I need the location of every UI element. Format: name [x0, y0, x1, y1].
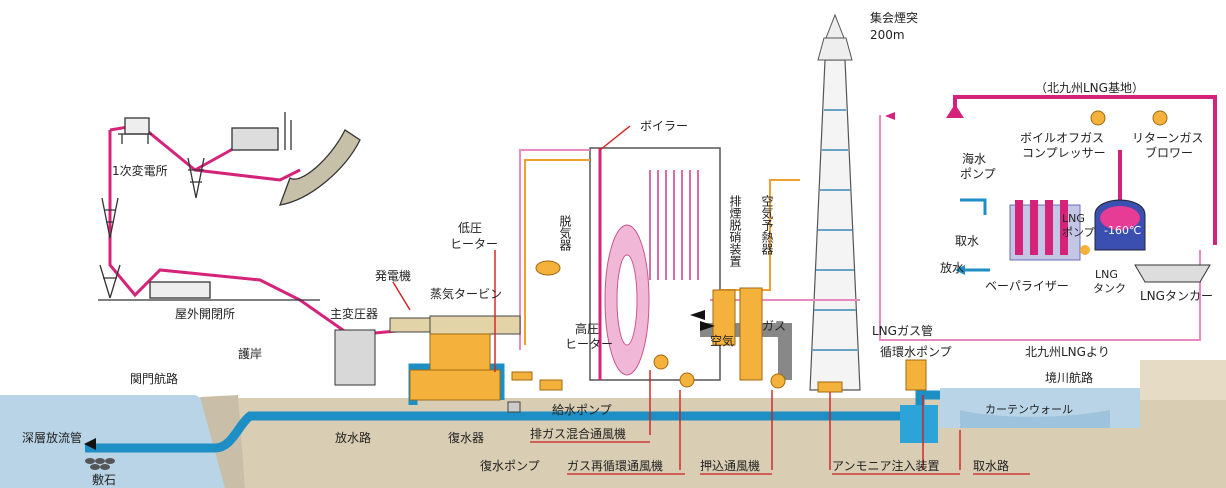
intake-label: 取水 — [955, 234, 979, 248]
right-bank — [1140, 360, 1226, 400]
lng-pump-label-1: LNG — [1062, 212, 1085, 225]
deaerator-unit — [535, 260, 561, 276]
deaerator-label: 脱気器 — [558, 214, 572, 252]
lng-tanker-label: LNGタンカー — [1140, 289, 1213, 303]
generator — [389, 317, 431, 333]
factory — [231, 127, 279, 151]
label-underlines — [530, 441, 1030, 475]
vaporizer-label: ベーパライザー — [985, 279, 1069, 293]
air-preheater-label: 空気予熱器 — [760, 195, 774, 256]
main-transformer-label: 主変圧器 — [330, 306, 378, 321]
substation-group — [98, 112, 361, 301]
tower-3 — [99, 264, 121, 299]
lng-pump-label-2: ポンプ — [1062, 226, 1095, 239]
exhaust-fan-label: 排ガス混合通風機 — [530, 426, 626, 441]
leader-lines — [392, 125, 961, 470]
feed-water-pump-unit — [539, 379, 563, 391]
curtain-wall-water — [960, 410, 1110, 428]
turbine-deck — [429, 315, 521, 335]
forced-draft-label: 押込通風機 — [700, 458, 760, 473]
lng-tanker — [1134, 264, 1211, 283]
substation-building — [124, 117, 150, 135]
discharge-outlet-arrow — [84, 438, 96, 450]
lng-base-label: （北九州LNG基地） — [1035, 81, 1144, 95]
steam-turbine — [429, 333, 491, 375]
denitration-unit — [712, 289, 736, 346]
stack-label: 集会煙突 — [870, 10, 918, 25]
boil-off-compressor-unit — [1090, 110, 1106, 126]
intake-channel-label: 取水路 — [973, 458, 1009, 473]
tower-2 — [101, 197, 119, 239]
lng-temp-label: -160℃ — [1104, 224, 1141, 237]
boil-off-label-2: コンプレッサー — [1022, 146, 1106, 160]
substation-label: 1次変電所 — [112, 163, 168, 178]
condensate-pump-unit — [507, 401, 521, 413]
condenser — [409, 369, 501, 401]
gas-label: ガス — [762, 319, 786, 333]
intake-basin — [900, 405, 938, 443]
boiler-label: ボイラー — [640, 119, 688, 133]
revetment-label: 護岸 — [238, 346, 262, 361]
denitration-label: 排煙脱硝装置 — [728, 195, 742, 267]
boiler — [589, 147, 792, 381]
lng-facility — [879, 95, 1217, 341]
seawater-pump-label-2: ポンプ — [960, 167, 996, 181]
ammonia-label: アンモニア注入装置 — [832, 458, 940, 473]
deep-discharge-label: 深層放流管 — [22, 430, 82, 445]
steam-turbine-label: 蒸気タービン — [430, 286, 502, 301]
air-arrow — [690, 310, 705, 320]
hp-heater-label-2: ヒーター — [565, 337, 613, 351]
return-blower-unit — [1152, 110, 1168, 126]
low-pressure-heater-unit — [511, 371, 533, 381]
kanmon-label: 関門航路 — [130, 371, 178, 386]
main-transformer — [334, 329, 376, 386]
switchyard-label: 屋外開閉所 — [175, 307, 235, 321]
stack-height-label: 200m — [870, 28, 905, 42]
discharge-pipe — [85, 411, 895, 453]
air-preheater-unit — [739, 287, 763, 381]
circulating-pump-label: 循環水ポンプ — [880, 345, 952, 359]
tower-1 — [187, 157, 205, 199]
boil-off-label-1: ボイルオフガス — [1020, 131, 1104, 145]
stack — [809, 13, 861, 391]
gas-recirculation-fan-unit — [679, 372, 695, 388]
condenser-label: 復水器 — [448, 430, 484, 445]
gas-recirc-fan-label: ガス再循環通風機 — [567, 458, 663, 473]
exhaust-mixing-fan-unit — [653, 354, 669, 370]
air-label: 空気 — [710, 333, 734, 348]
ammonia-injection-unit — [817, 381, 843, 393]
gas-arrow — [700, 321, 715, 331]
transmission-lines — [108, 123, 411, 337]
hp-heater-label-1: 高圧 — [575, 321, 599, 336]
from-lng-label: 北九州LNGより — [1025, 345, 1110, 359]
riprap-stones — [85, 458, 115, 470]
kanmon-sea — [0, 395, 235, 488]
lp-heater-label-2: ヒーター — [450, 237, 498, 251]
lng-pump-unit — [1080, 245, 1090, 255]
lng-gas-pipe-label: LNGガス管 — [872, 323, 933, 338]
return-blower-label-2: ブロワー — [1145, 145, 1193, 160]
curtain-wall-label: カーテンウォール — [985, 403, 1073, 416]
lng-tank-label-1: LNG — [1095, 268, 1118, 281]
lng-tank-liquid — [1100, 206, 1140, 230]
forced-draft-fan-unit — [770, 373, 786, 389]
sakaigawa-label: 境川航路 — [1045, 370, 1093, 385]
discharge-label: 放水 — [940, 260, 964, 275]
condensate-pump-label: 復水ポンプ — [480, 458, 540, 473]
return-blower-label-1: リターンガス — [1132, 131, 1203, 145]
lng-tank-label-2: タンク — [1093, 282, 1126, 295]
discharge-channel-label: 放水路 — [335, 430, 371, 445]
lp-heater-label-1: 低圧 — [458, 221, 482, 235]
feed-pump-label: 給水ポンプ — [552, 403, 612, 417]
generator-label: 発電機 — [375, 268, 411, 283]
hillside — [279, 129, 361, 206]
seawater-pump-label-1: 海水 — [962, 151, 986, 166]
turbine-hall — [334, 260, 927, 413]
riprap-label: 敷石 — [92, 472, 116, 487]
switchyard — [149, 281, 211, 299]
circulating-pump-unit — [905, 359, 927, 391]
